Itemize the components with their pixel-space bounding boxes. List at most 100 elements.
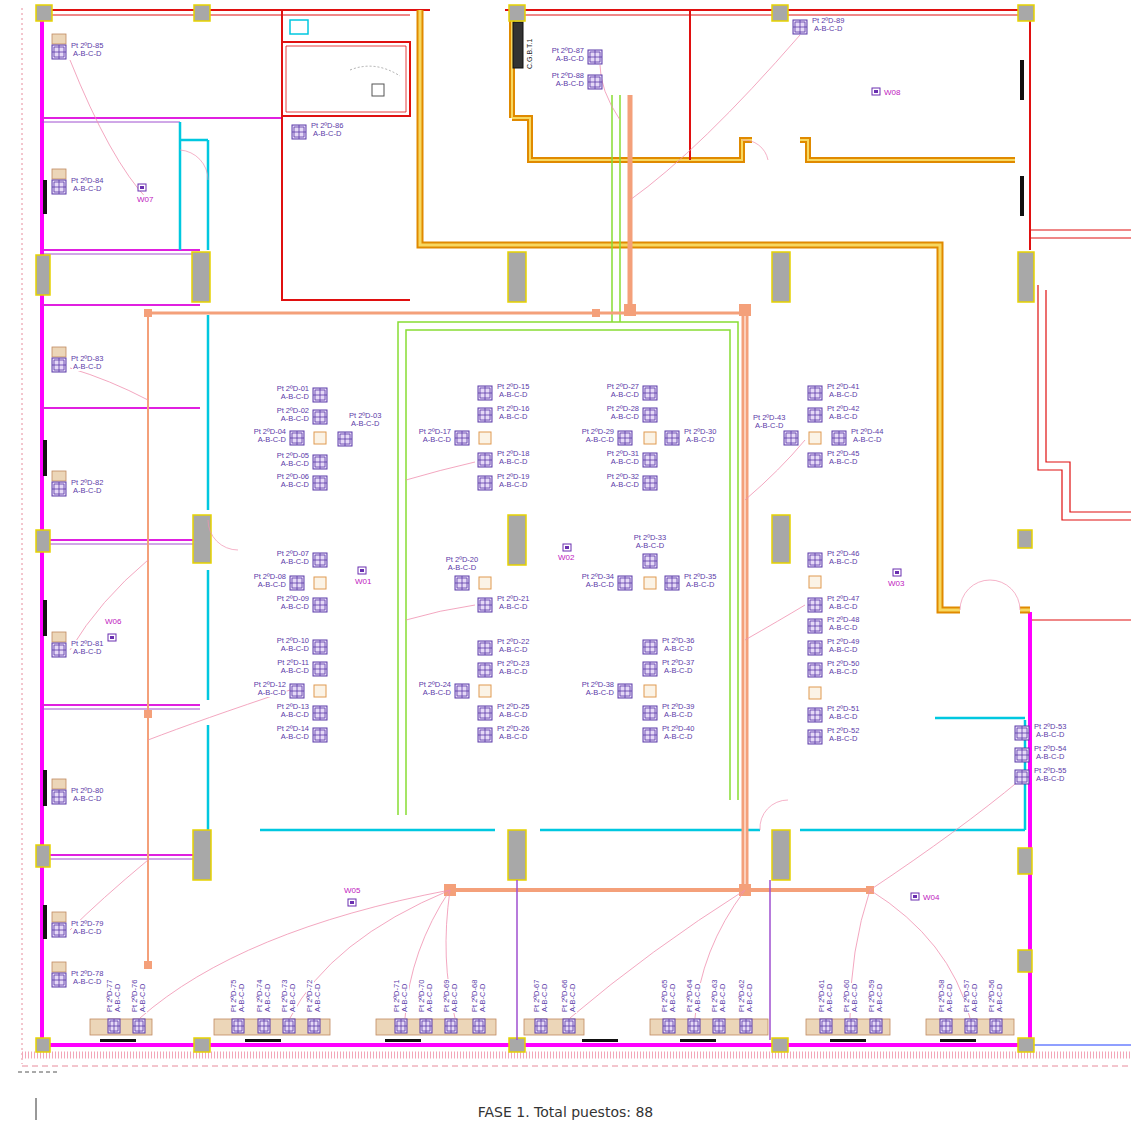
workstation-label: Pt 2ºD-18 xyxy=(496,450,530,458)
plan-line xyxy=(398,322,738,815)
plan-line xyxy=(313,553,327,567)
plan-line xyxy=(42,8,1030,1045)
plan-line xyxy=(643,386,657,400)
plan-line xyxy=(292,125,306,139)
plan-line xyxy=(478,598,492,612)
plan-line xyxy=(535,1019,547,1033)
plan-line xyxy=(313,662,327,676)
plan-line xyxy=(618,684,632,698)
plan-line xyxy=(350,901,354,904)
plan-line xyxy=(313,388,327,402)
plan-line xyxy=(147,313,149,965)
outlet-code: A-B-C-D xyxy=(422,436,452,444)
plan-line xyxy=(110,636,114,639)
workstation-label: Pt 2ºD-86 xyxy=(310,122,344,130)
plan-line xyxy=(52,358,66,372)
plan-line xyxy=(478,598,492,612)
outlet-code: A-B-C-D xyxy=(828,458,858,466)
plan-line xyxy=(872,88,880,95)
plan-line xyxy=(713,1019,725,1033)
outlet-code: A-B-C-D xyxy=(280,558,310,566)
plan-line xyxy=(313,388,327,402)
plan-line xyxy=(628,95,633,310)
outlet-code: A-B-C-D xyxy=(946,983,954,1013)
plan-line xyxy=(108,1019,120,1033)
workstation-label: Pt 2ºD-60 xyxy=(843,979,851,1013)
plan-line xyxy=(478,728,492,742)
plan-line xyxy=(588,75,602,89)
outlet-code: A-B-C-D xyxy=(585,436,615,444)
plan-line xyxy=(455,576,469,590)
plan-line xyxy=(1020,176,1024,216)
plan-line xyxy=(348,899,356,906)
plan-line xyxy=(308,1019,320,1033)
plan-line xyxy=(18,1072,60,1073)
plan-line xyxy=(36,845,50,867)
plan-line xyxy=(90,1019,152,1035)
plan-line xyxy=(478,641,492,655)
plan-line xyxy=(563,1019,575,1033)
workstation-label: Pt 2ºD-58 xyxy=(938,979,946,1013)
workstation-label: Pt 2ºD-81 xyxy=(70,640,104,648)
plan-line xyxy=(990,1019,1002,1033)
workstation-label: Pt 2ºD-27 xyxy=(606,383,640,391)
workstation-label: Pt 2ºD-69 xyxy=(443,979,451,1013)
plan-line xyxy=(588,50,602,64)
plan-line xyxy=(473,1019,485,1033)
outlet-code: A-B-C-D xyxy=(610,481,640,489)
plan-line xyxy=(479,577,491,589)
plan-line xyxy=(455,431,469,445)
plan-line xyxy=(990,580,1020,610)
workstation-label: Pt 2ºD-17 xyxy=(418,428,452,436)
plan-line xyxy=(70,860,148,930)
plan-line xyxy=(313,476,327,490)
plan-line xyxy=(52,482,66,496)
plan-line xyxy=(348,899,356,906)
plan-line xyxy=(808,386,822,400)
plan-line xyxy=(313,598,327,612)
plan-line xyxy=(874,90,878,93)
plan-line xyxy=(314,577,326,589)
plan-line xyxy=(232,1019,244,1033)
caption: FASE 1. Total puestos: 88 xyxy=(0,1103,1131,1121)
plan-line xyxy=(70,560,148,650)
plan-line xyxy=(455,576,469,590)
plan-line xyxy=(36,1038,50,1052)
plan-line xyxy=(713,1019,725,1033)
plan-line xyxy=(308,1019,320,1033)
workstation-label: Pt 2ºD-73 xyxy=(281,979,289,1013)
plan-line xyxy=(643,640,657,654)
workstation-label: Pt 2ºD-32 xyxy=(606,473,640,481)
plan-line xyxy=(739,304,751,316)
plan-line xyxy=(960,580,990,610)
plan-line xyxy=(290,431,304,445)
plan-line xyxy=(52,643,66,657)
plan-line xyxy=(643,554,657,568)
workstation-label: Pt 2ºD-68 xyxy=(471,979,479,1013)
plan-line xyxy=(478,408,492,422)
plan-line xyxy=(313,728,327,742)
workstation-label: Pt 2ºD-07 xyxy=(276,550,310,558)
plan-line xyxy=(478,476,492,490)
plan-line xyxy=(478,663,492,677)
plan-line xyxy=(808,553,822,567)
plan-line xyxy=(643,706,657,720)
plan-line xyxy=(313,476,327,490)
plan-line xyxy=(144,961,152,969)
outlet-code: A-B-C-D xyxy=(498,668,528,676)
plan-line xyxy=(148,312,745,315)
workstation-label: Pt 2ºD-46 xyxy=(826,550,860,558)
workstation-label: Pt 2ºD-03 xyxy=(348,412,382,420)
plan-line xyxy=(808,598,822,612)
plan-line xyxy=(695,890,745,1018)
plan-line xyxy=(420,1019,432,1033)
plan-line xyxy=(808,598,822,612)
plan-line xyxy=(290,684,304,698)
outlet-code: A-B-C-D xyxy=(971,983,979,1013)
plan-line xyxy=(845,1019,857,1033)
plan-line xyxy=(52,482,66,496)
outlet-code: A-B-C-D xyxy=(114,983,122,1013)
plan-line xyxy=(258,1019,270,1033)
wireless-label: W07 xyxy=(136,195,154,204)
workstation-label: Pt 2ºD-79 xyxy=(70,920,104,928)
